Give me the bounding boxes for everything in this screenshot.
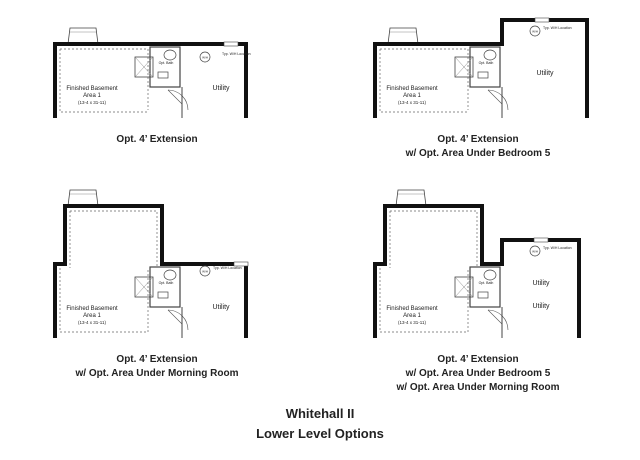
finished-area-outline xyxy=(379,48,469,113)
caption-plan-3: Opt. 4’ Extension w/ Opt. Area Under Mor… xyxy=(7,353,307,381)
caption-line: w/ Opt. Area Under Bedroom 5 xyxy=(405,148,551,159)
room-label-line-1: Finished Basement xyxy=(386,306,438,312)
sink xyxy=(477,291,489,299)
title-line-2: Lower Level Options xyxy=(256,426,384,441)
water-heater-icon xyxy=(529,245,541,257)
bath-outline xyxy=(149,46,181,88)
toilet xyxy=(483,49,497,61)
caption-plan-1: Opt. 4’ Extension xyxy=(7,133,307,147)
sink xyxy=(477,71,489,79)
room-label-line-1: Finished Basement xyxy=(66,306,118,312)
bath-outline xyxy=(469,266,501,308)
heater-label: W/H xyxy=(532,30,538,34)
room-dims: (13-4 x 31-11) xyxy=(398,320,426,325)
room-label-line-1: Finished Basement xyxy=(66,86,118,92)
door-swing xyxy=(487,309,509,331)
sink xyxy=(157,71,169,79)
caption-line: Opt. 4’ Extension xyxy=(116,354,198,365)
utility-label: Utility xyxy=(212,304,230,311)
shower xyxy=(454,56,474,78)
window-small xyxy=(233,261,249,267)
bath-label: Opt. Bath xyxy=(159,61,174,65)
window-small xyxy=(223,41,239,47)
egress-window xyxy=(395,189,427,207)
exterior-wall xyxy=(373,18,589,118)
toilet xyxy=(163,269,177,281)
toilet xyxy=(483,269,497,281)
caption-line: Opt. 4’ Extension xyxy=(437,354,519,365)
shower xyxy=(134,56,154,78)
heater-label: W/H xyxy=(532,250,538,254)
utility-label: Utility xyxy=(536,70,554,77)
bath-label: Opt. Bath xyxy=(479,61,494,65)
heater-label: W/H xyxy=(202,270,208,274)
finished-area-outline xyxy=(379,210,478,333)
title-line-1: Whitehall II xyxy=(285,406,355,421)
water-heater-icon xyxy=(199,51,211,63)
water-heater-icon xyxy=(199,265,211,277)
bath-outline xyxy=(469,46,501,88)
furnace-label: Typ. W/H Location xyxy=(213,266,242,270)
bath-label: Opt. Bath xyxy=(479,281,494,285)
caption-line: Opt. 4’ Extension xyxy=(437,134,519,145)
caption-line: w/ Opt. Area Under Bedroom 5 xyxy=(405,368,551,379)
room-label-line-2: Area 1 xyxy=(83,313,101,319)
heater-label: W/H xyxy=(202,56,208,60)
utility-label: Utility xyxy=(532,280,550,287)
room-dims: (13-4 x 31-11) xyxy=(78,100,106,105)
caption-line: Opt. 4’ Extension xyxy=(116,134,198,145)
window-small xyxy=(534,17,550,23)
finished-area-outline xyxy=(59,210,158,333)
caption-line: w/ Opt. Area Under Morning Room xyxy=(75,368,239,379)
shower xyxy=(454,276,474,298)
caption-plan-2: Opt. 4’ Extension w/ Opt. Area Under Bed… xyxy=(328,133,628,161)
toilet xyxy=(163,49,177,61)
finished-area-outline xyxy=(59,48,149,113)
room-label-line-2: Area 1 xyxy=(83,93,101,99)
furnace-label: Typ. W/H Location xyxy=(543,246,572,250)
water-heater-icon xyxy=(529,25,541,37)
exterior-wall xyxy=(53,42,248,118)
furnace-label: Typ. W/H Location xyxy=(222,52,251,56)
furnace-label: Typ. W/H Location xyxy=(543,26,572,30)
caption-plan-4: Opt. 4’ Extension w/ Opt. Area Under Bed… xyxy=(328,353,628,395)
room-dims: (13-4 x 31-11) xyxy=(78,320,106,325)
room-label-line-2: Area 1 xyxy=(403,313,421,319)
exterior-wall xyxy=(53,204,248,338)
utility-label: Utility xyxy=(212,85,230,92)
page-title: Whitehall II Lower Level Options xyxy=(170,404,470,444)
caption-line: w/ Opt. Area Under Morning Room xyxy=(396,382,560,393)
sink xyxy=(157,291,169,299)
shower xyxy=(134,276,154,298)
window-small xyxy=(533,237,549,243)
bath-outline xyxy=(149,266,181,308)
bath-label: Opt. Bath xyxy=(159,281,174,285)
utility-label: Utility xyxy=(532,303,550,310)
room-dims: (13-4 x 31-11) xyxy=(398,100,426,105)
room-label-line-1: Finished Basement xyxy=(386,86,438,92)
room-label-line-2: Area 1 xyxy=(403,93,421,99)
